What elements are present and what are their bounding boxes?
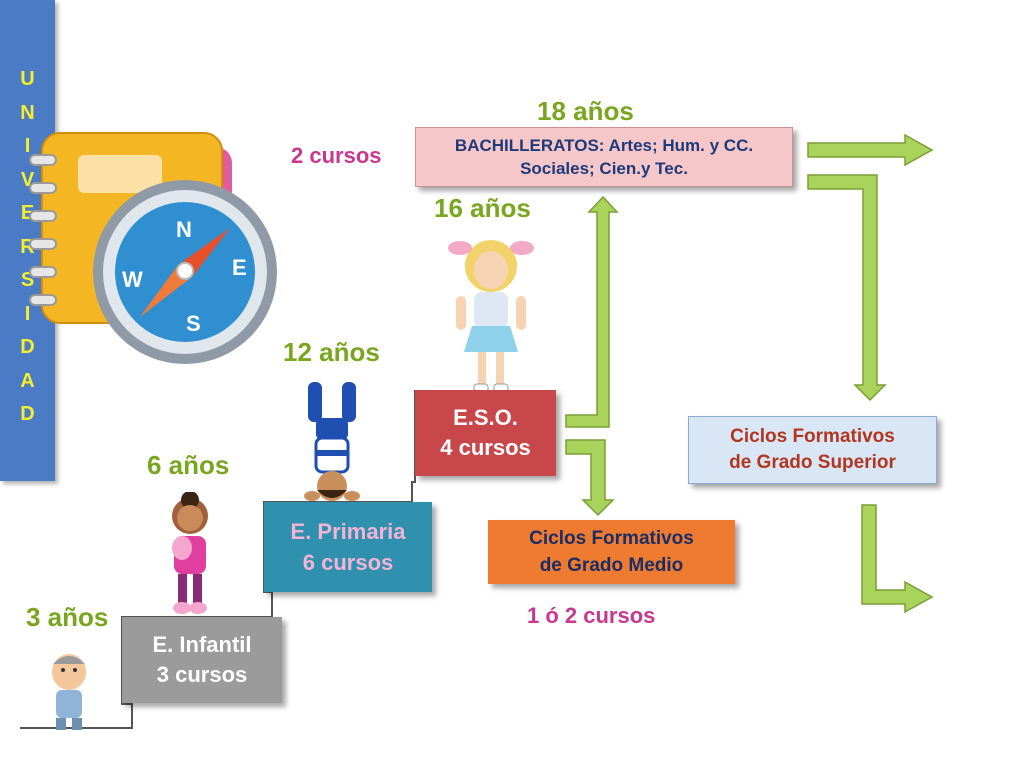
univ-letter: N — [20, 101, 35, 124]
girl-doll-figure-icon — [172, 492, 208, 614]
bachillerato-box: BACHILLERATOS: Artes; Hum. y CC. Sociale… — [415, 127, 793, 187]
bachillerato-duration-note: 2 cursos — [291, 143, 382, 168]
primaria-line1: E. Primaria — [290, 519, 406, 544]
univ-letter: D — [20, 403, 35, 425]
age-label-3: 3 años — [26, 602, 109, 632]
teen-girl-figure-icon — [448, 240, 534, 393]
handstand-boy-figure-icon — [304, 382, 360, 501]
infantil-box: E. Infantil 3 cursos — [122, 617, 282, 703]
age-label-12: 12 años — [283, 337, 380, 367]
toddler-figure-icon — [52, 654, 86, 730]
cfgs-line2: de Grado Superior — [729, 452, 896, 473]
cfgm-line2: de Grado Medio — [539, 555, 684, 576]
svg-text:N: N — [176, 217, 192, 242]
svg-text:W: W — [122, 267, 143, 292]
arrow-eso-to-bach — [565, 195, 619, 428]
arrows — [565, 133, 934, 614]
univ-letter: A — [20, 369, 35, 392]
bachillerato-line2: Sociales; Cien.y Tec. — [520, 159, 688, 178]
cfgm-box: Ciclos Formativos de Grado Medio — [488, 520, 735, 584]
univ-letter: D — [20, 336, 35, 358]
staircase-line — [20, 390, 416, 729]
infantil-line2: 3 cursos — [156, 662, 248, 687]
infantil-line1: E. Infantil — [152, 632, 252, 657]
arrow-bach-to-univ — [807, 133, 934, 167]
primaria-box: E. Primaria 6 cursos — [264, 502, 432, 592]
svg-text:E: E — [232, 255, 247, 280]
univ-letter: I — [24, 302, 31, 325]
cfgs-box: Ciclos Formativos de Grado Superior — [688, 416, 937, 484]
cfgm-line1: Ciclos Formativos — [529, 528, 694, 549]
eso-line1: E.S.O. — [453, 405, 518, 430]
cfgs-line1: Ciclos Formativos — [730, 426, 895, 447]
bachillerato-line1: BACHILLERATOS: Artes; Hum. y CC. — [454, 136, 754, 155]
univ-letter: I — [24, 135, 31, 157]
arrow-bach-to-cfgs — [807, 174, 887, 402]
arrow-cfgs-to-univ — [861, 504, 934, 614]
primaria-line2: 6 cursos — [302, 550, 394, 575]
cfgm-duration-note: 1 ó 2 cursos — [527, 603, 656, 628]
age-label-16: 16 años — [434, 193, 531, 223]
notebook-compass-graphic: N W E S — [29, 132, 277, 364]
arrow-eso-to-cfgm — [565, 439, 615, 517]
compass-icon: N W E S — [93, 180, 277, 364]
age-label-6: 6 años — [147, 450, 230, 480]
age-label-18: 18 años — [537, 96, 634, 126]
svg-text:S: S — [186, 311, 201, 336]
eso-line2: 4 cursos — [440, 435, 531, 460]
univ-letter: U — [20, 68, 35, 90]
eso-box: E.S.O. 4 cursos — [415, 390, 556, 476]
